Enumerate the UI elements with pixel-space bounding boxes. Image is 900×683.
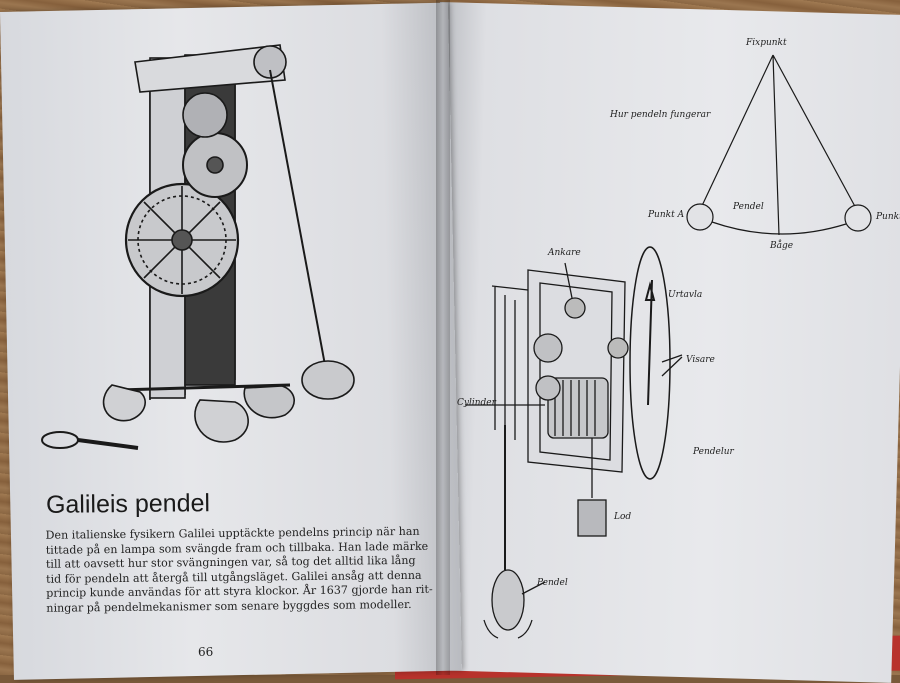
label-urtavla: Urtavla	[668, 290, 703, 300]
label-ankare: Ankare	[548, 248, 581, 258]
label-diagram-caption: Hur pendeln fungerar	[610, 110, 711, 120]
label-pendel-top: Pendel	[733, 202, 764, 212]
label-lod: Lod	[614, 512, 632, 522]
label-punkt-b: Punkt	[876, 212, 900, 222]
book-gutter	[436, 0, 450, 675]
label-fixpunkt: Fixpunkt	[746, 38, 787, 48]
label-visare: Visare	[686, 355, 715, 365]
label-bage: Båge	[770, 241, 794, 251]
label-pendel-bottom: Pendel	[537, 578, 568, 588]
page-number: 66	[198, 645, 214, 659]
label-punkt-a: Punkt A	[648, 210, 685, 220]
label-cylinder: Cylinder	[457, 398, 496, 408]
label-pendelur: Pendelur	[693, 447, 734, 457]
